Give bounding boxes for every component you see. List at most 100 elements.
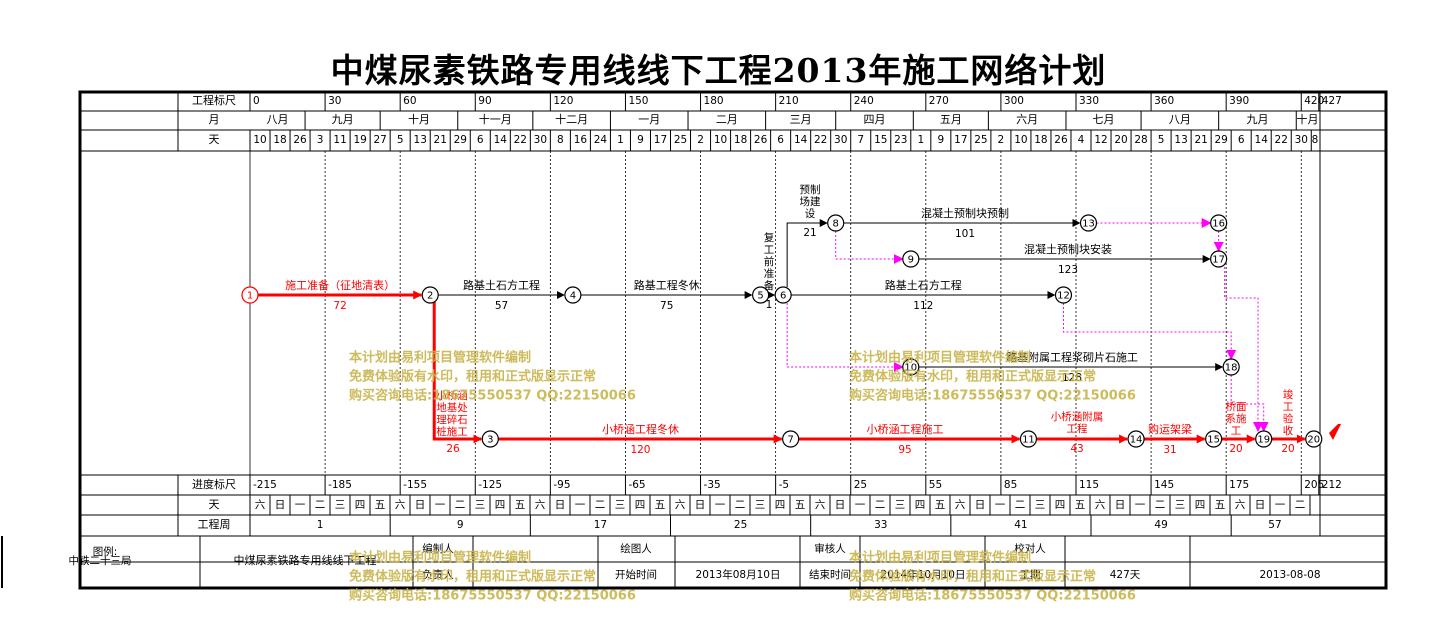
day-label: 24 <box>594 134 608 146</box>
day-label: 6 <box>1238 134 1245 146</box>
weekday-label: 三 <box>895 499 906 511</box>
day-label: 1 <box>617 134 624 146</box>
node-3 <box>481 430 499 448</box>
progress-tick-label: 25 <box>854 479 867 491</box>
node-1 <box>241 286 259 304</box>
day-label: 8 <box>1312 134 1319 146</box>
node-7 <box>782 430 800 448</box>
weekday-label: 二 <box>595 499 606 511</box>
weekday-label: 五 <box>515 499 526 511</box>
dummy-6-10 <box>786 303 904 372</box>
scale-tick-label: 360 <box>1154 95 1174 107</box>
day-label: 9 <box>637 134 644 146</box>
node-20 <box>1305 430 1323 448</box>
start-label: 开始时间 <box>615 568 657 581</box>
day-label: 4 <box>1078 134 1085 146</box>
weekday-label: 六 <box>955 499 966 511</box>
weekday-label: 六 <box>395 499 406 511</box>
node-label: 19 <box>1257 435 1270 446</box>
activity-name: 路基土石方工程 <box>463 278 540 292</box>
node-label: 5 <box>757 291 763 302</box>
scale-tick-label: 210 <box>779 95 799 107</box>
activity-duration: 1 <box>766 299 773 311</box>
node-label: 7 <box>787 435 793 446</box>
activity-duration: 31 <box>1163 444 1176 456</box>
activity-layer <box>258 218 1341 444</box>
month-label: 十月 <box>408 112 430 126</box>
progress-tick-label: 145 <box>1154 479 1174 491</box>
scale-tick-label: 60 <box>403 95 416 107</box>
day-label: 30 <box>1295 134 1308 146</box>
node-17 <box>1210 250 1228 268</box>
weekday-label: 六 <box>815 499 826 511</box>
drawer-label: 绘图人 <box>620 542 652 555</box>
watermark-text: 免费体验版有水印，租用和正式版显示正常 <box>849 369 1096 385</box>
day-label: 26 <box>1054 134 1068 146</box>
weekday-label: 四 <box>635 499 646 511</box>
activity-duration: 72 <box>333 300 346 312</box>
scale-tick-label: 150 <box>628 95 648 107</box>
activity-name: 小桥涵工程冬休 <box>602 422 679 436</box>
week-label: 33 <box>874 519 887 531</box>
activity-name: 工 <box>764 244 775 256</box>
activity-name: 购运架梁 <box>1148 422 1192 436</box>
day-label: 10 <box>1014 134 1027 146</box>
activity-name: 路基工程冬休 <box>634 278 700 292</box>
activity-name: 路基土石方工程 <box>885 278 962 292</box>
progress-tick-label: 55 <box>929 479 942 491</box>
activity-name: 路基附属工程浆砌片石施工 <box>1006 350 1138 364</box>
day-label: 26 <box>293 134 307 146</box>
weekday-label: 五 <box>1215 499 1226 511</box>
row-label-month: 月 <box>209 113 220 126</box>
day-label: 20 <box>1114 134 1127 146</box>
leader-label: 负责人 <box>422 568 454 581</box>
weekday-label: 五 <box>935 499 946 511</box>
node-14 <box>1127 430 1145 448</box>
weekday-label: 一 <box>995 499 1006 511</box>
month-label: 八月 <box>267 113 289 126</box>
progress-tick-label: -185 <box>328 479 352 491</box>
dummy-12-18 <box>1062 303 1237 360</box>
day-label: 23 <box>894 134 907 146</box>
compiler-label: 编制人 <box>422 542 454 555</box>
day-label: 13 <box>1174 134 1187 146</box>
day-label: 17 <box>954 134 967 146</box>
activity-name: 前 <box>764 255 775 268</box>
watermark-text: 本计划由易利项目管理软件编制 <box>849 350 1031 366</box>
weekday-label: 一 <box>295 499 306 511</box>
weekday-label: 一 <box>435 499 446 511</box>
activity-name: 桩施工 <box>436 425 468 438</box>
month-label: 九月 <box>332 113 354 126</box>
weekday-label: 一 <box>715 499 726 511</box>
watermark-text: 购买咨询电话:18675550537 QQ:22150066 <box>349 388 636 404</box>
weekday-label: 二 <box>1295 499 1306 511</box>
scale-tick-label: 427 <box>1322 95 1342 107</box>
activity-duration: 43 <box>1070 443 1083 455</box>
weekday-label: 三 <box>615 499 626 511</box>
node-13 <box>1079 214 1098 232</box>
weekday-label: 日 <box>1255 499 1266 511</box>
node-label: 16 <box>1212 219 1225 230</box>
weekday-label: 四 <box>1195 499 1206 511</box>
weekday-label: 一 <box>1275 499 1286 511</box>
progress-tick-label: -65 <box>628 479 645 491</box>
weekday-label: 日 <box>1115 499 1126 511</box>
end-value: 2014年10月10日 <box>881 568 966 581</box>
node-8 <box>827 214 845 232</box>
day-label: 18 <box>1034 134 1047 146</box>
month-label: 十月 <box>1297 112 1319 126</box>
progress-tick-label: 205 <box>1304 479 1324 491</box>
weekday-label: 五 <box>1075 499 1086 511</box>
legend-label: 图例: <box>93 545 118 558</box>
activity-name: 理碎石 <box>436 413 468 426</box>
day-label: 3 <box>317 134 324 146</box>
label-layer: 施工准备（征地清表）72路基土石方工程57路基工程冬休75路基土石方工程112混… <box>285 183 1295 456</box>
activity-name: 施工准备（征地清表） <box>285 278 395 292</box>
activity-name: 竣 <box>1283 388 1294 401</box>
weekday-label: 日 <box>555 499 566 511</box>
weekday-label: 六 <box>255 499 266 511</box>
weekday-label: 六 <box>1235 499 1246 511</box>
progress-tick-label: -125 <box>478 479 502 491</box>
day-label: 2 <box>998 134 1005 146</box>
